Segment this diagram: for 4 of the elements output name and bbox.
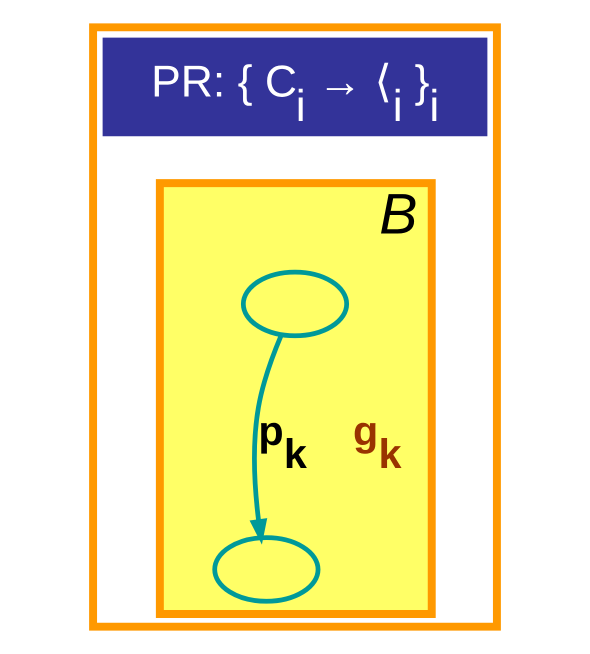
arrow (250, 334, 284, 545)
node-ellipse (240, 270, 350, 338)
node-ellipse (212, 535, 320, 604)
cluster (89, 23, 501, 631)
